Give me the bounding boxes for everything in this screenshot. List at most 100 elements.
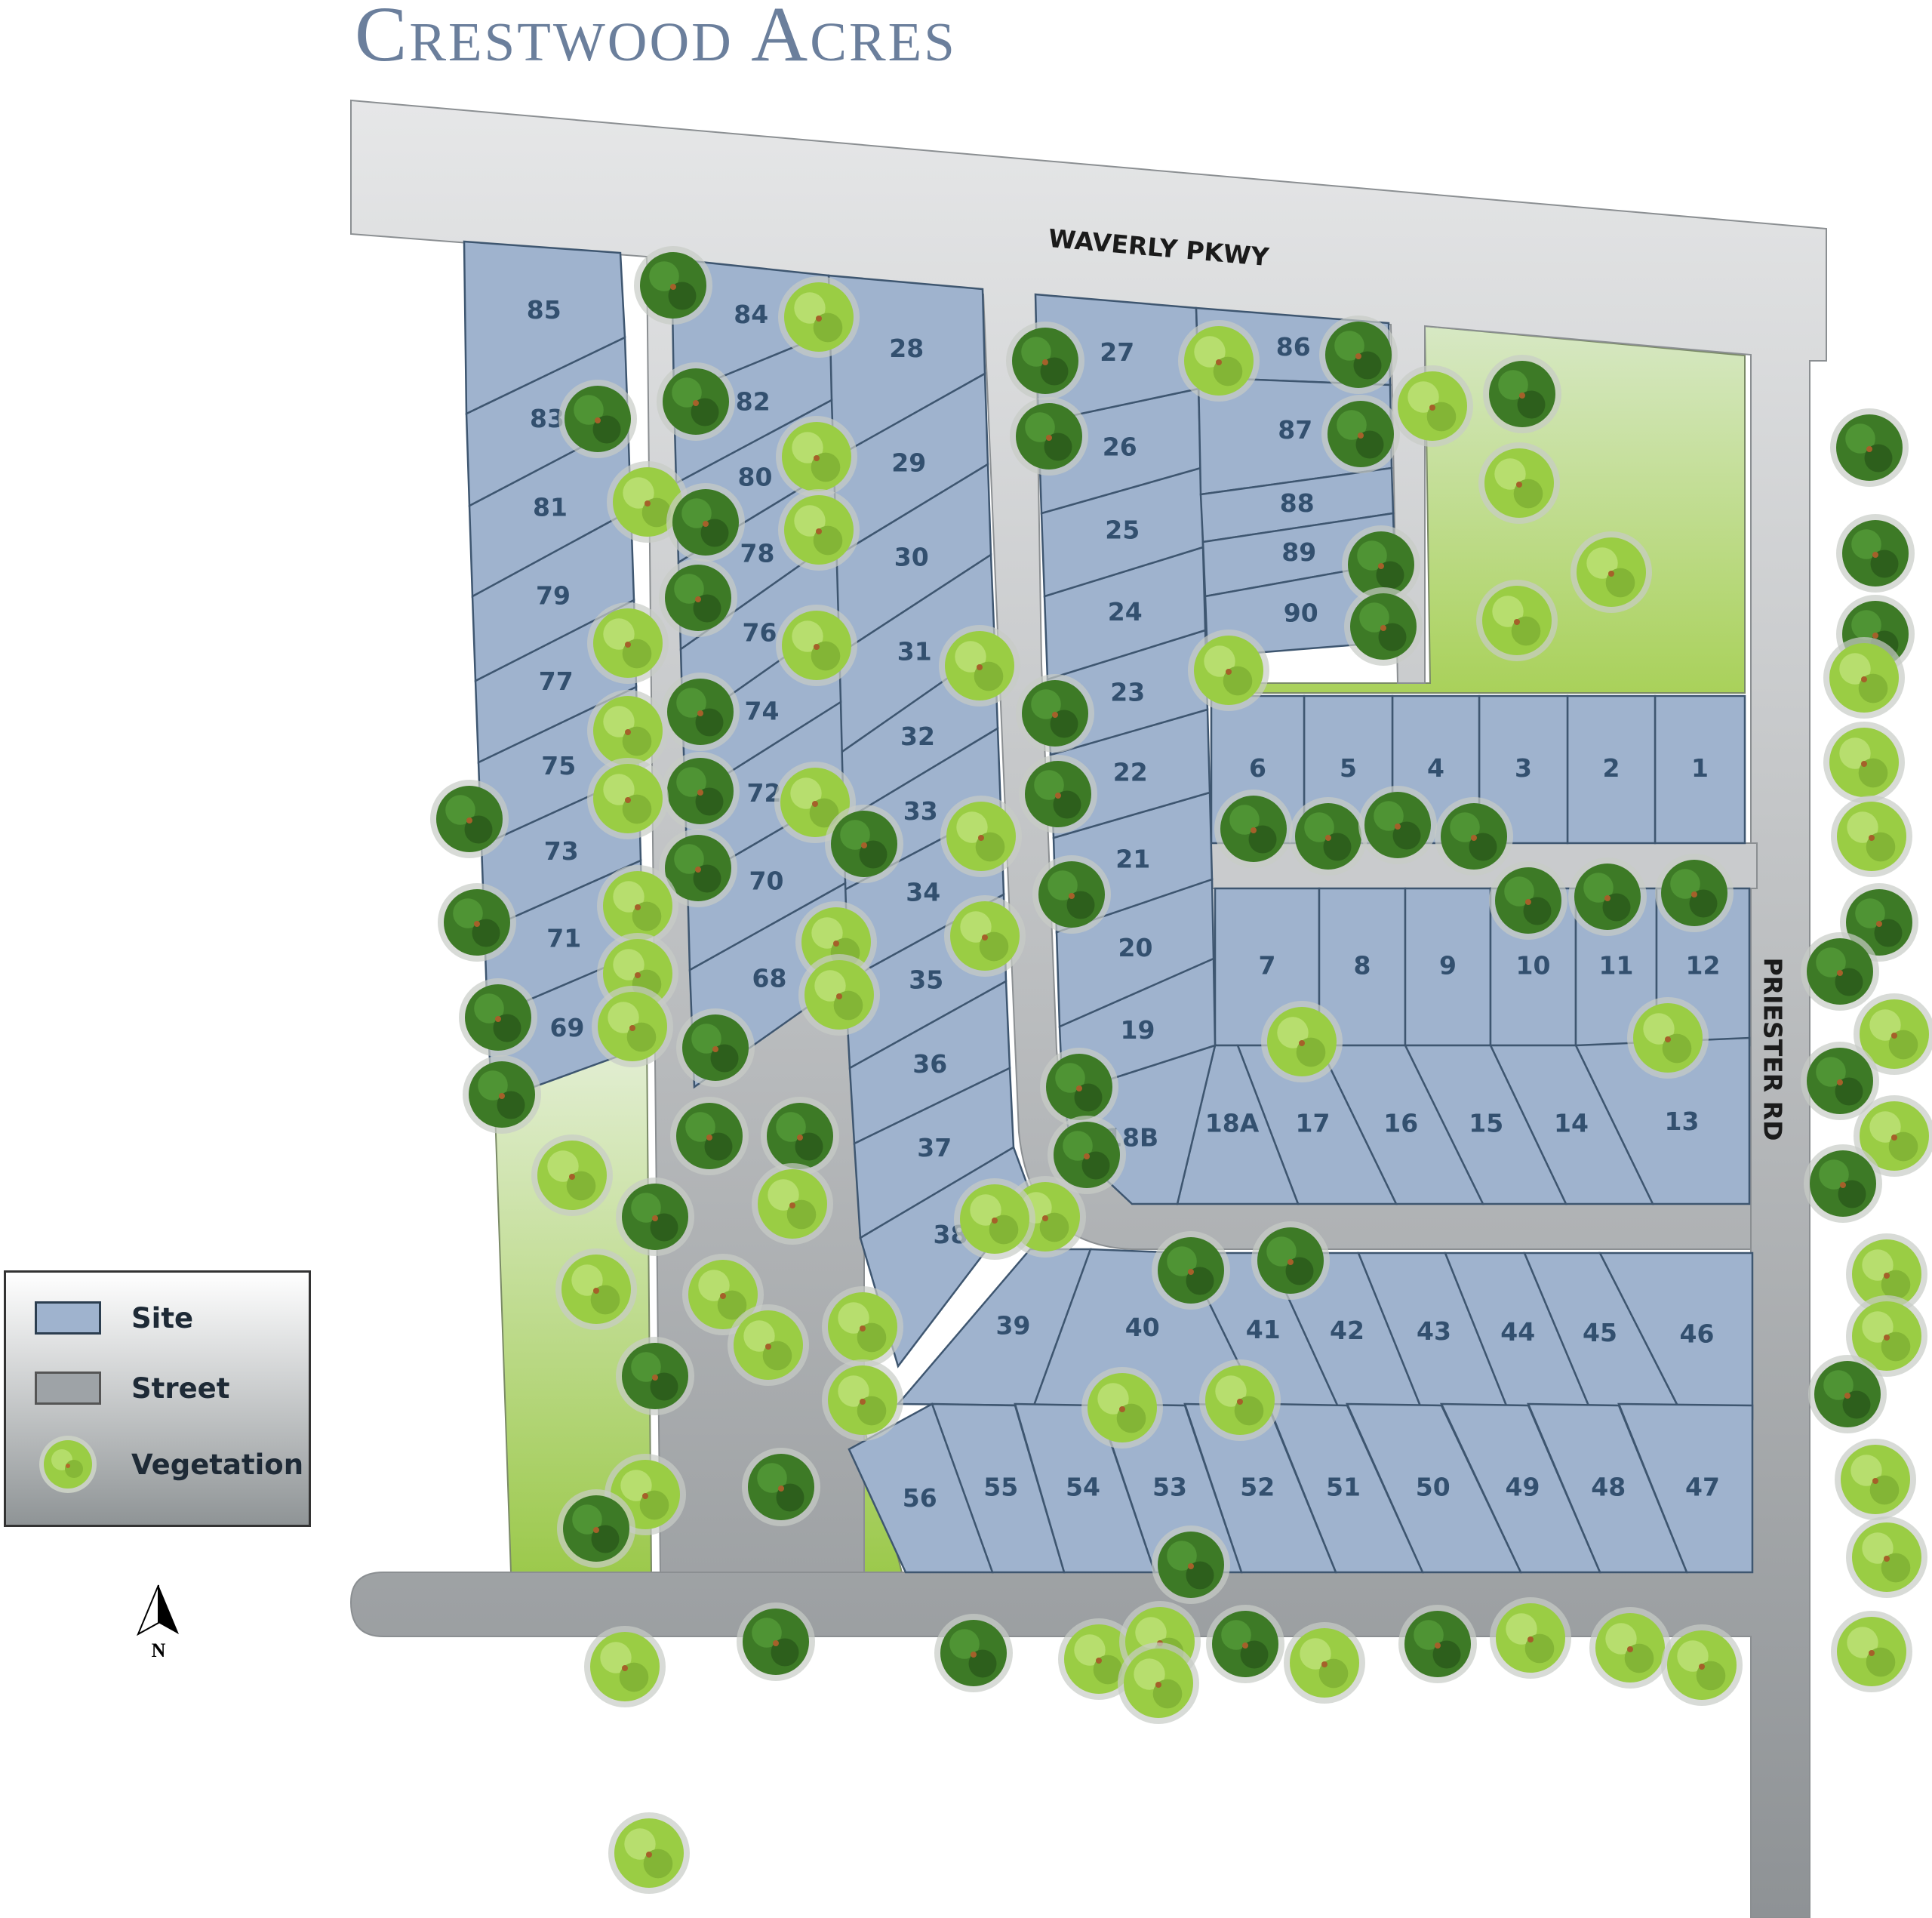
lot-label-6: 6 — [1249, 753, 1266, 783]
tree-icon — [616, 1337, 694, 1415]
tree-icon — [1358, 786, 1437, 864]
lot-label-10: 10 — [1516, 951, 1551, 981]
lot-label-11: 11 — [1599, 951, 1634, 981]
tree-icon — [1048, 1116, 1126, 1194]
tree-icon — [1836, 514, 1915, 593]
tree-icon — [1214, 790, 1293, 868]
tree-icon — [1321, 395, 1400, 473]
tree-icon — [761, 1097, 839, 1175]
lot-label-46: 46 — [1680, 1319, 1715, 1349]
lot-label-25: 25 — [1105, 515, 1140, 544]
lot-label-31: 31 — [897, 637, 932, 667]
lot-label-74: 74 — [745, 696, 780, 725]
tree-icon — [825, 805, 903, 883]
lot-label-37: 37 — [917, 1133, 952, 1162]
lot-label-51: 51 — [1326, 1473, 1361, 1502]
lot-label-35: 35 — [909, 965, 943, 995]
lot-label-81: 81 — [533, 493, 568, 522]
tree-icon — [1344, 587, 1423, 666]
lot-label-45: 45 — [1583, 1318, 1617, 1347]
lot-label-48: 48 — [1591, 1473, 1626, 1502]
tree-icon — [1284, 1622, 1365, 1704]
lot-label-77: 77 — [539, 667, 574, 696]
tree-icon — [657, 362, 735, 441]
legend: Site Street Vegetation — [4, 1270, 311, 1527]
tree-icon — [659, 829, 737, 907]
tree-icon — [463, 1055, 541, 1134]
tree-icon — [1392, 365, 1473, 447]
north-arrow: N — [136, 1584, 179, 1661]
tree-icon — [1655, 854, 1734, 932]
tree-icon — [531, 1134, 613, 1216]
lot-label-23: 23 — [1110, 677, 1145, 707]
legend-label-vegetation: Vegetation — [131, 1448, 304, 1481]
lot-label-30: 30 — [894, 543, 929, 572]
tree-icon — [1319, 316, 1398, 394]
tree-icon — [940, 796, 1022, 877]
tree-icon — [659, 559, 737, 637]
vegetation — [430, 246, 1932, 1894]
lot-56[interactable] — [848, 1402, 994, 1574]
tree-icon — [39, 1436, 97, 1493]
tree-icon — [1251, 1221, 1330, 1300]
lot-label-36: 36 — [912, 1049, 947, 1079]
tree-icon — [1152, 1231, 1230, 1310]
lot-label-20: 20 — [1118, 933, 1153, 962]
tree-icon — [661, 752, 740, 830]
lot-label-88: 88 — [1280, 488, 1315, 518]
legend-item-street: Street — [35, 1365, 229, 1411]
tree-icon — [742, 1448, 820, 1526]
tree-icon — [934, 1614, 1013, 1692]
tree-icon — [728, 1304, 809, 1386]
tree-icon — [822, 1359, 903, 1441]
tree-icon — [616, 1178, 694, 1256]
lot-label-44: 44 — [1500, 1317, 1535, 1347]
tree-icon — [1289, 797, 1367, 876]
lot-label-13: 13 — [1665, 1107, 1700, 1136]
lot-label-15: 15 — [1469, 1109, 1503, 1138]
tree-icon — [1483, 355, 1561, 433]
lot-label-4: 4 — [1427, 753, 1444, 783]
lot-label-40: 40 — [1125, 1313, 1160, 1342]
tree-icon — [1823, 637, 1905, 719]
lot-label-43: 43 — [1417, 1316, 1451, 1346]
street-swatch — [35, 1372, 101, 1405]
tree-icon — [1831, 796, 1912, 877]
tree-icon — [1568, 857, 1647, 936]
tree-icon — [1854, 1095, 1932, 1177]
lot-85[interactable] — [463, 240, 626, 415]
tree-icon — [939, 625, 1020, 707]
tree-icon — [558, 380, 637, 458]
lot-label-8: 8 — [1354, 951, 1371, 981]
lot-label-52: 52 — [1240, 1473, 1275, 1502]
tree-icon — [1118, 1642, 1199, 1724]
lot-label-79: 79 — [536, 580, 571, 610]
lot-label-54: 54 — [1066, 1473, 1100, 1502]
tree-icon — [944, 895, 1026, 977]
lot-label-12: 12 — [1686, 951, 1721, 981]
tree-icon — [737, 1602, 815, 1681]
tree-icon — [1489, 861, 1567, 940]
lot-label-73: 73 — [544, 836, 579, 866]
lot-label-3: 3 — [1515, 753, 1532, 783]
tree-icon — [1808, 1355, 1887, 1433]
tree-icon — [1490, 1597, 1571, 1679]
legend-label-site: Site — [131, 1301, 194, 1335]
lot-label-33: 33 — [903, 796, 938, 826]
lot-label-5: 5 — [1340, 753, 1357, 783]
north-label: N — [152, 1639, 166, 1661]
tree-icon — [752, 1163, 833, 1245]
lot-label-70: 70 — [749, 866, 784, 895]
tree-icon — [430, 780, 509, 858]
lot-label-32: 32 — [900, 722, 935, 751]
tree-icon — [1019, 755, 1097, 833]
lot-label-18A: 18A — [1205, 1109, 1260, 1138]
tree-icon — [1846, 1295, 1927, 1377]
lot-label-9: 9 — [1439, 951, 1457, 981]
tree-icon — [1398, 1605, 1477, 1683]
tree-icon — [1846, 1516, 1927, 1598]
lot-label-56: 56 — [903, 1483, 937, 1513]
lot-label-55: 55 — [983, 1473, 1018, 1502]
lot-label-7: 7 — [1259, 951, 1276, 981]
lot-label-14: 14 — [1554, 1109, 1589, 1138]
